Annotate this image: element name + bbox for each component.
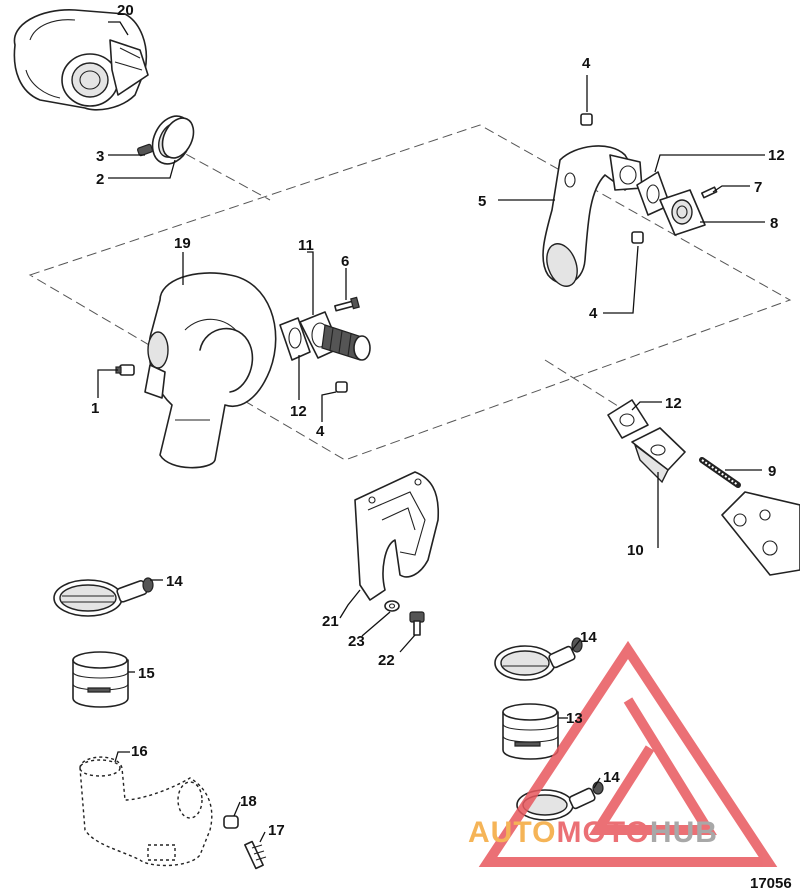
exhaust-elbow (144, 272, 277, 469)
callout-12-left: 12 (290, 403, 307, 420)
hose-13 (502, 703, 559, 760)
callout-13: 13 (566, 710, 583, 727)
nut-18 (223, 815, 239, 829)
assembly-outline (28, 124, 792, 461)
callout-17: 17 (268, 822, 285, 839)
callout-15: 15 (138, 665, 155, 682)
callout-19: 19 (174, 235, 191, 252)
plug-fitting (115, 364, 135, 376)
callout-5: 5 (478, 193, 486, 210)
callout-11: 11 (298, 237, 314, 254)
hose-15 (72, 651, 129, 708)
bolt-6 (334, 296, 360, 312)
rod-9 (699, 457, 741, 488)
svg-text:AUTOMOTOHUB: AUTOMOTOHUB (468, 816, 718, 849)
bellows-flange (299, 311, 371, 361)
callout-21: 21 (322, 613, 339, 630)
callout-16: 16 (131, 743, 148, 760)
callout-22: 22 (378, 652, 395, 669)
gasket-center (354, 471, 440, 601)
watermark-word-auto: AUTO (468, 816, 556, 849)
callout-12-plate: 12 (665, 395, 682, 412)
turbocharger-housing (13, 9, 149, 111)
bolt-22 (409, 611, 425, 636)
callout-14-right-lower: 14 (603, 769, 620, 786)
figure-reference-number: 17056 (750, 875, 792, 892)
watermark-word-hub: HUB (650, 816, 718, 849)
hose-elbow-16 (79, 756, 213, 867)
mounting-plate (721, 491, 800, 576)
gasket-left (279, 317, 311, 361)
nut-4-top (580, 113, 593, 126)
callout-7: 7 (754, 179, 762, 196)
hose-clamp-left (53, 577, 154, 617)
screw-7 (701, 186, 718, 199)
callout-4-right: 4 (589, 305, 598, 322)
callout-9: 9 (768, 463, 776, 480)
callout-3: 3 (96, 148, 104, 165)
callout-14-right-upper: 14 (580, 629, 597, 646)
callout-18: 18 (240, 793, 257, 810)
callout-10: 10 (627, 542, 644, 559)
callout-6: 6 (341, 253, 349, 270)
hose-clamp-right-upper (494, 637, 583, 681)
gasket-plate (607, 399, 649, 439)
callout-23: 23 (348, 633, 365, 650)
callout-1: 1 (91, 400, 99, 417)
adapter-block (631, 427, 686, 484)
callout-12-top-right: 12 (768, 147, 785, 164)
callout-labels: 20 3 2 19 11 6 1 12 4 4 5 12 7 8 4 12 9 … (91, 2, 785, 839)
callout-2: 2 (96, 171, 104, 188)
nut-4-left (335, 381, 348, 393)
watermark-inner-mark-icon (588, 697, 717, 835)
v-band-clamp (137, 115, 195, 165)
callout-20: 20 (117, 2, 134, 19)
watermark-word-moto: MOTO (556, 816, 649, 849)
washer-23 (384, 600, 400, 612)
bolt-17 (244, 840, 267, 870)
callout-4-left: 4 (316, 423, 325, 440)
outlet-elbow (542, 145, 643, 287)
flange-right (659, 189, 706, 236)
automotohub-watermark: AUTOMOTOHUB (468, 640, 778, 867)
callout-4-top: 4 (582, 55, 591, 72)
callout-14-left: 14 (166, 573, 183, 590)
callout-8: 8 (770, 215, 778, 232)
watermark-triangle-icon (478, 640, 778, 867)
leader-lines (97, 21, 765, 843)
nut-4-right (631, 231, 644, 244)
